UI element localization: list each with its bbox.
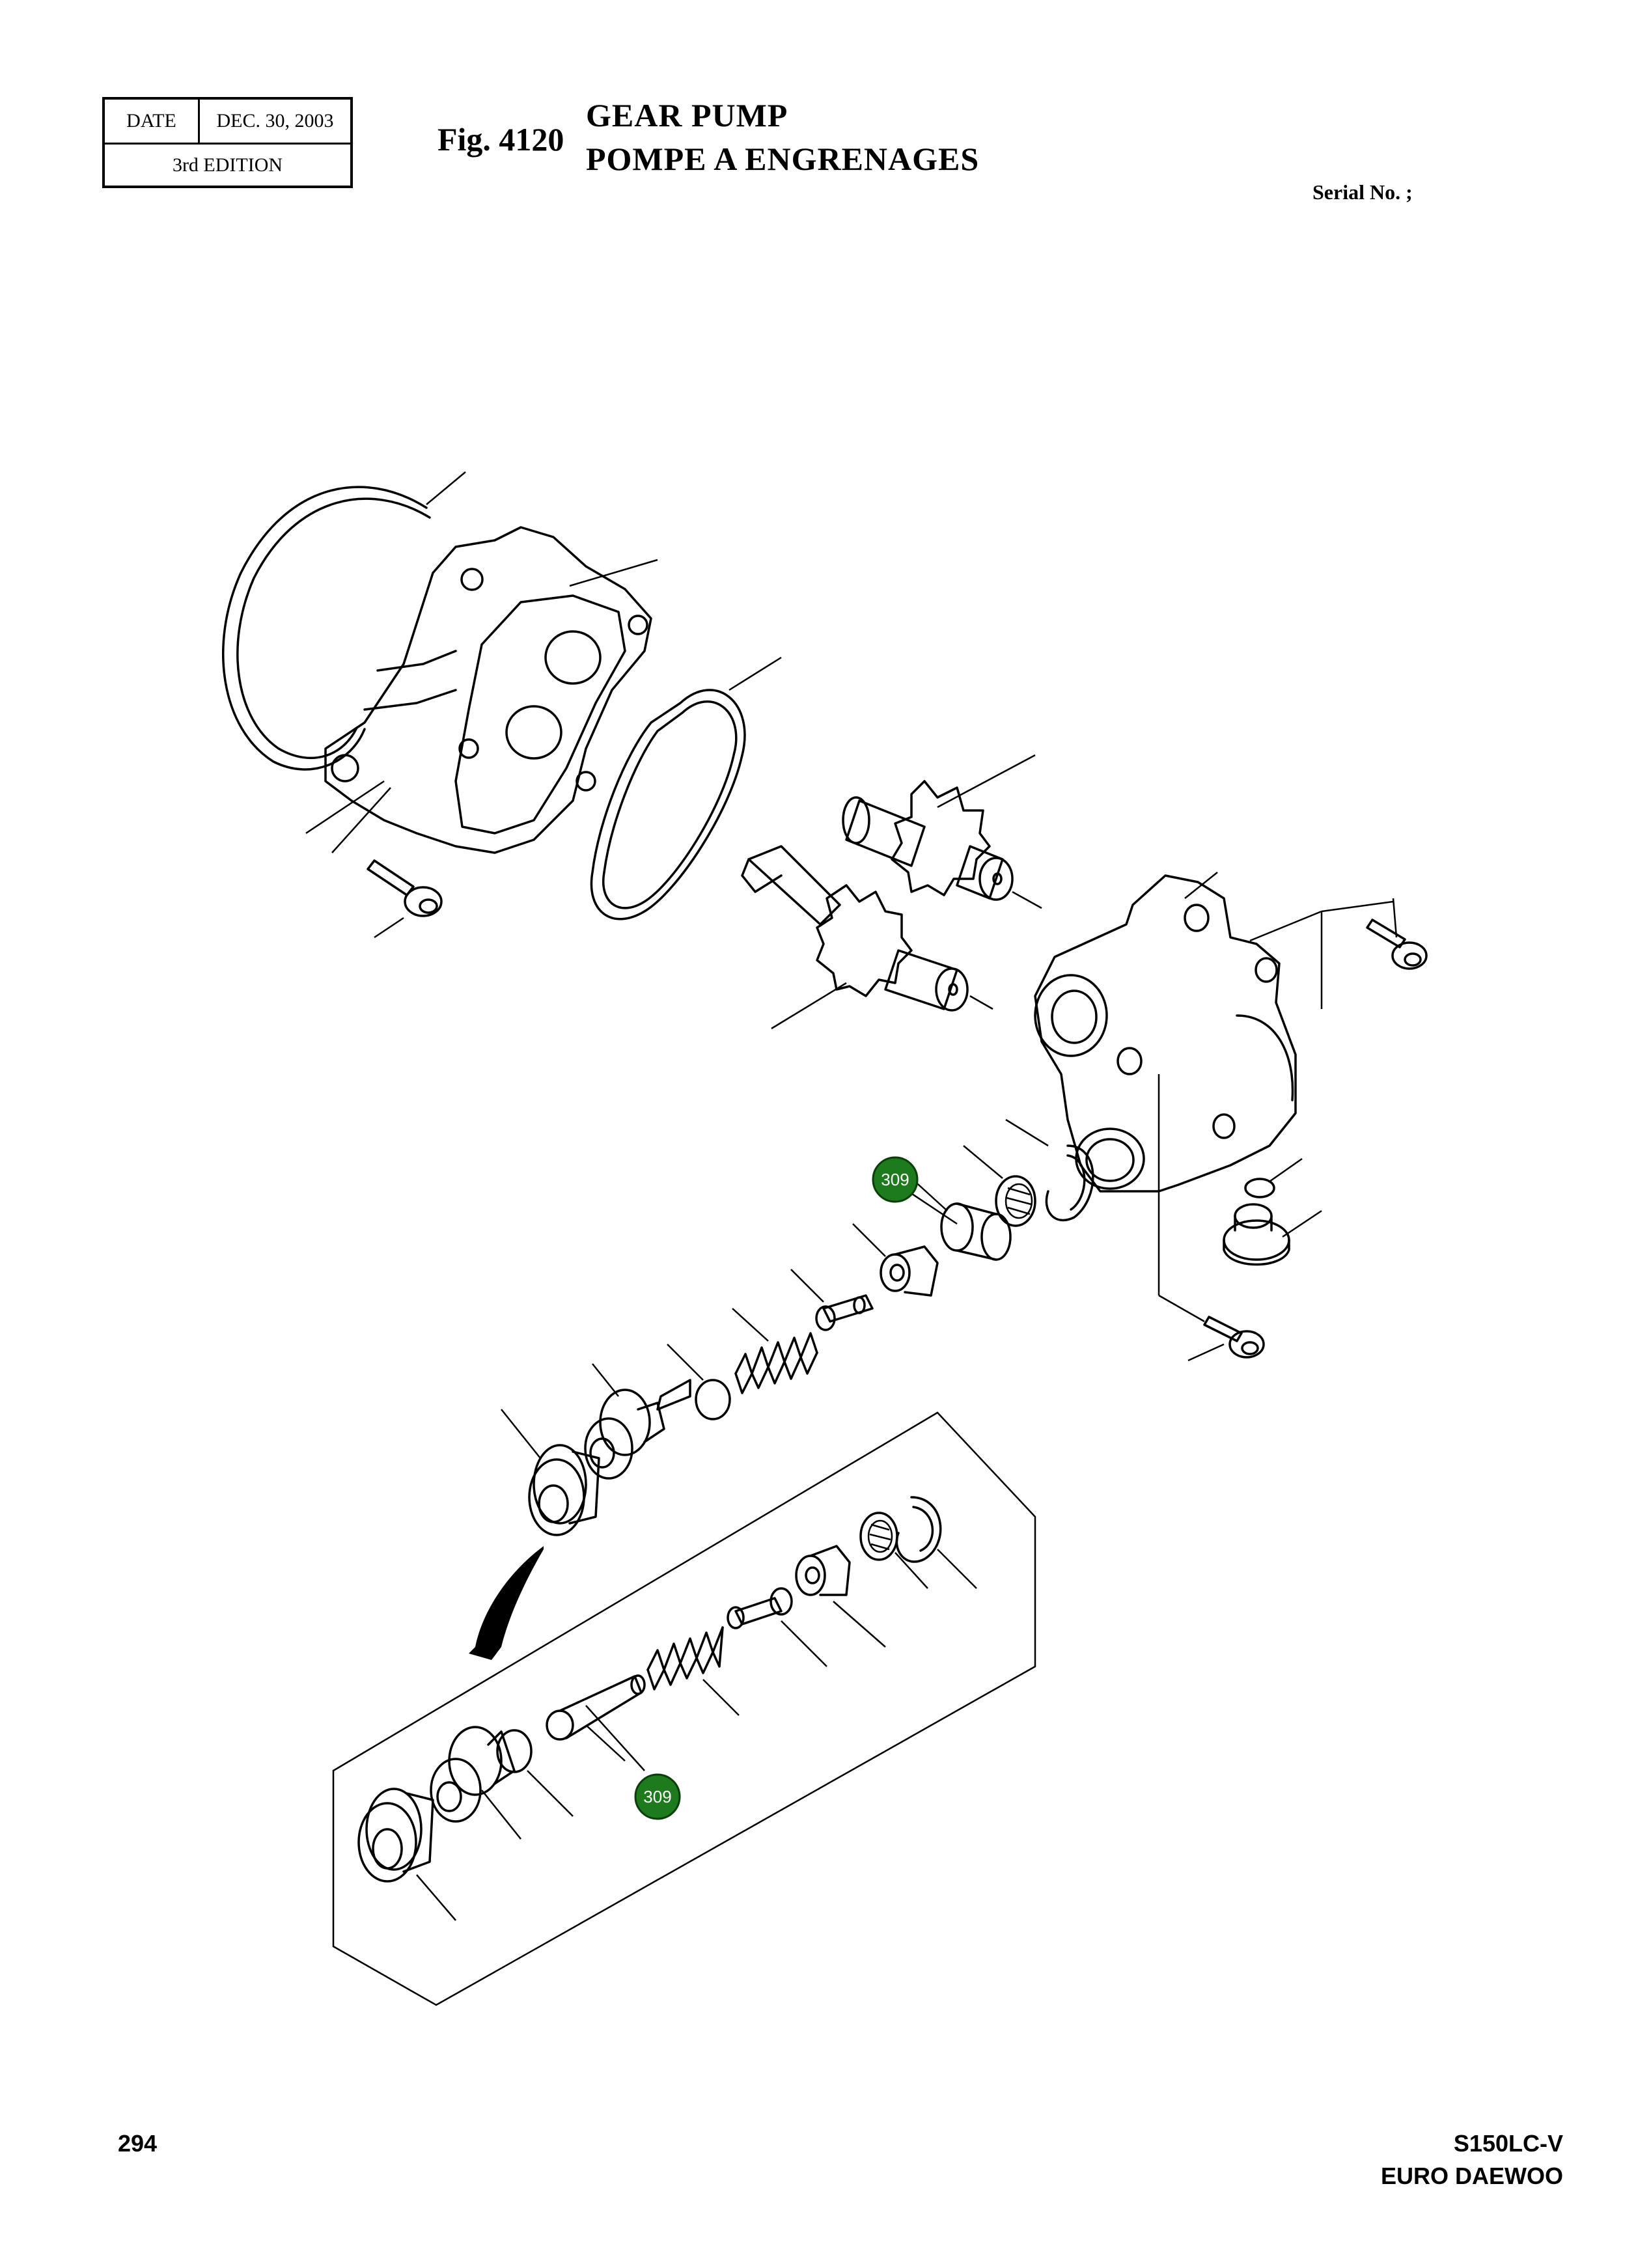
bolt-left — [367, 859, 443, 917]
leader-line — [569, 559, 658, 587]
leader-line — [790, 1269, 824, 1303]
small-o-ring — [1244, 1178, 1275, 1198]
leader-line — [1187, 1343, 1225, 1362]
date-row: DATE DEC. 30, 2003 — [105, 100, 350, 145]
leader-line — [667, 1344, 704, 1381]
drive-gear-shaft — [741, 845, 969, 1012]
date-edition-box: DATE DEC. 30, 2003 3rd EDITION — [102, 97, 353, 188]
bolt-lower-right — [1203, 1316, 1265, 1359]
title-french: POMPE A ENGRENAGES — [586, 141, 980, 177]
leader-line — [1392, 898, 1398, 938]
date-label: DATE — [105, 100, 200, 143]
arrow-icon — [469, 1546, 544, 1660]
figure-number: Fig. 4120 — [437, 121, 564, 158]
leader-line — [1005, 1118, 1049, 1147]
leader-line — [833, 1601, 886, 1648]
serial-number-label: Serial No. ; — [1312, 180, 1413, 204]
leader-line — [963, 1145, 1003, 1179]
bolt-upper-right — [1366, 919, 1428, 970]
callout-label: 309 — [643, 1787, 671, 1806]
leader-line — [1269, 1157, 1303, 1183]
leader-line — [1321, 900, 1394, 913]
snap-ring-upper — [1045, 1144, 1094, 1222]
page-number: 294 — [118, 2130, 158, 2157]
driven-gear — [842, 780, 1014, 901]
date-value: DEC. 30, 2003 — [216, 110, 334, 131]
leader-line — [331, 787, 391, 853]
snap-ring-lower — [895, 1496, 942, 1563]
leader-line — [781, 1620, 827, 1667]
leader-line — [426, 471, 466, 505]
leader-line — [1249, 910, 1322, 942]
leader-line — [895, 1552, 928, 1589]
leader-line — [732, 1308, 769, 1342]
adjusting-screw-lower — [430, 1726, 516, 1823]
leader-line — [374, 917, 404, 939]
leader-line — [501, 1409, 541, 1459]
leader-line — [937, 1549, 977, 1589]
leader-line — [1184, 872, 1218, 899]
cap-nut-upper — [528, 1444, 600, 1536]
poppet-lower — [727, 1587, 793, 1629]
maker-name: EURO DAEWOO — [1380, 2163, 1563, 2189]
edition-label: 3rd EDITION — [172, 154, 283, 176]
plug — [1223, 1203, 1290, 1266]
callout-badge-upper: 309 — [872, 1156, 919, 1203]
leader-line — [852, 1223, 886, 1257]
poppet-seat-lower — [795, 1545, 851, 1596]
filter-screen-lower — [859, 1512, 898, 1561]
leader-line — [585, 1724, 626, 1762]
title-english: GEAR PUMP — [586, 97, 788, 133]
o-ring-upper — [695, 1379, 731, 1420]
leader-line — [305, 780, 385, 835]
leader-line — [481, 1790, 521, 1840]
leader-line — [1158, 1294, 1205, 1323]
inset-frame — [332, 1411, 1036, 2006]
leader-line — [702, 1679, 740, 1716]
piston-lower — [546, 1674, 646, 1741]
callout-label: 309 — [881, 1170, 909, 1189]
leader-line — [592, 1363, 619, 1397]
callout-badge-lower: 309 — [634, 1773, 681, 1820]
leader-line — [969, 995, 993, 1010]
cap-nut-lower — [357, 1788, 434, 1883]
leader-line — [908, 1190, 958, 1225]
leader-line — [937, 754, 1036, 809]
spring-upper — [734, 1332, 818, 1394]
sleeve-upper — [940, 1202, 1012, 1261]
filter-screen-upper — [995, 1175, 1036, 1227]
large-o-ring — [221, 486, 431, 771]
adjusting-screw-upper — [584, 1379, 691, 1480]
poppet-upper — [815, 1294, 874, 1331]
front-body — [1034, 874, 1297, 1193]
model-name: S150LC-V — [1453, 2130, 1563, 2157]
leader-line — [1012, 891, 1042, 909]
gasket — [590, 689, 746, 920]
spring-lower — [646, 1626, 724, 1691]
leader-line — [1282, 1210, 1322, 1238]
leader-line — [527, 1770, 574, 1817]
leader-line — [728, 656, 782, 691]
leader-line — [771, 982, 847, 1030]
leader-line — [416, 1874, 456, 1921]
leader-line — [585, 1705, 645, 1771]
poppet-seat-upper — [880, 1245, 939, 1297]
rear-housing — [324, 526, 652, 854]
